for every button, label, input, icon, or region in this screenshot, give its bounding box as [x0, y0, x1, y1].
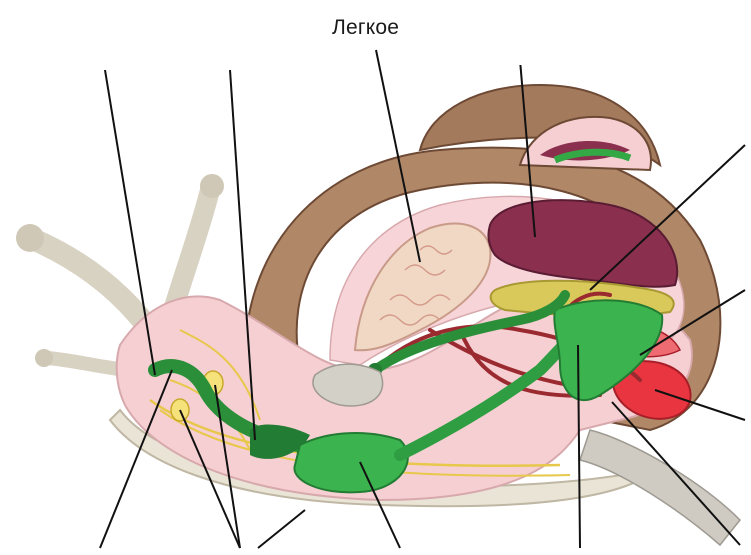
blank-label-box-right [455, 0, 655, 65]
label-lung: Легкое [332, 16, 399, 40]
blank-label-box-left [48, 10, 278, 70]
